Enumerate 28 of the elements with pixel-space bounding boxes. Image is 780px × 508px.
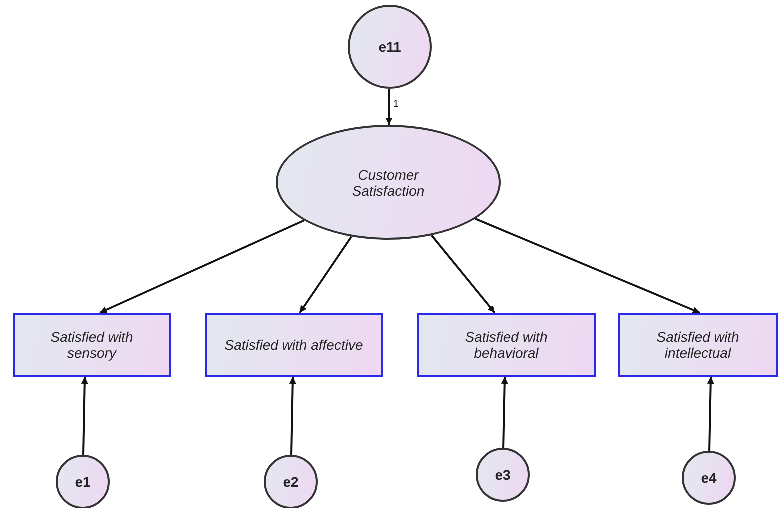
variable-name: Customer Satisfaction [351,166,426,198]
variable-label: e2 [283,474,299,490]
error-circle [682,451,736,505]
arrow [100,220,305,314]
arrow [707,376,714,452]
observed-box [618,313,778,377]
arrow [475,218,700,314]
arrow [81,376,88,456]
variable-label: e11 [378,39,402,55]
variable-label: e1 [75,474,91,490]
observed-box [417,313,596,377]
variable-name: Satisfied with intellectual [656,329,740,361]
error-circle [264,455,318,508]
arrow [501,376,508,448]
variable-name: Satisfied with affective [224,337,364,353]
variable-label: e4 [701,470,717,486]
observed-box [13,313,171,377]
edge-label: 1 [392,98,400,110]
arrow [299,236,352,314]
arrow [431,234,496,314]
variable-name: Satisfied with sensory [50,329,134,361]
variable-name: Satisfied with behavioral [464,329,549,361]
arrow [289,376,296,456]
arrow [386,88,393,126]
error-circle [476,448,530,502]
variable-label: e3 [495,467,511,483]
observed-box [205,313,383,377]
error-circle [56,455,110,508]
